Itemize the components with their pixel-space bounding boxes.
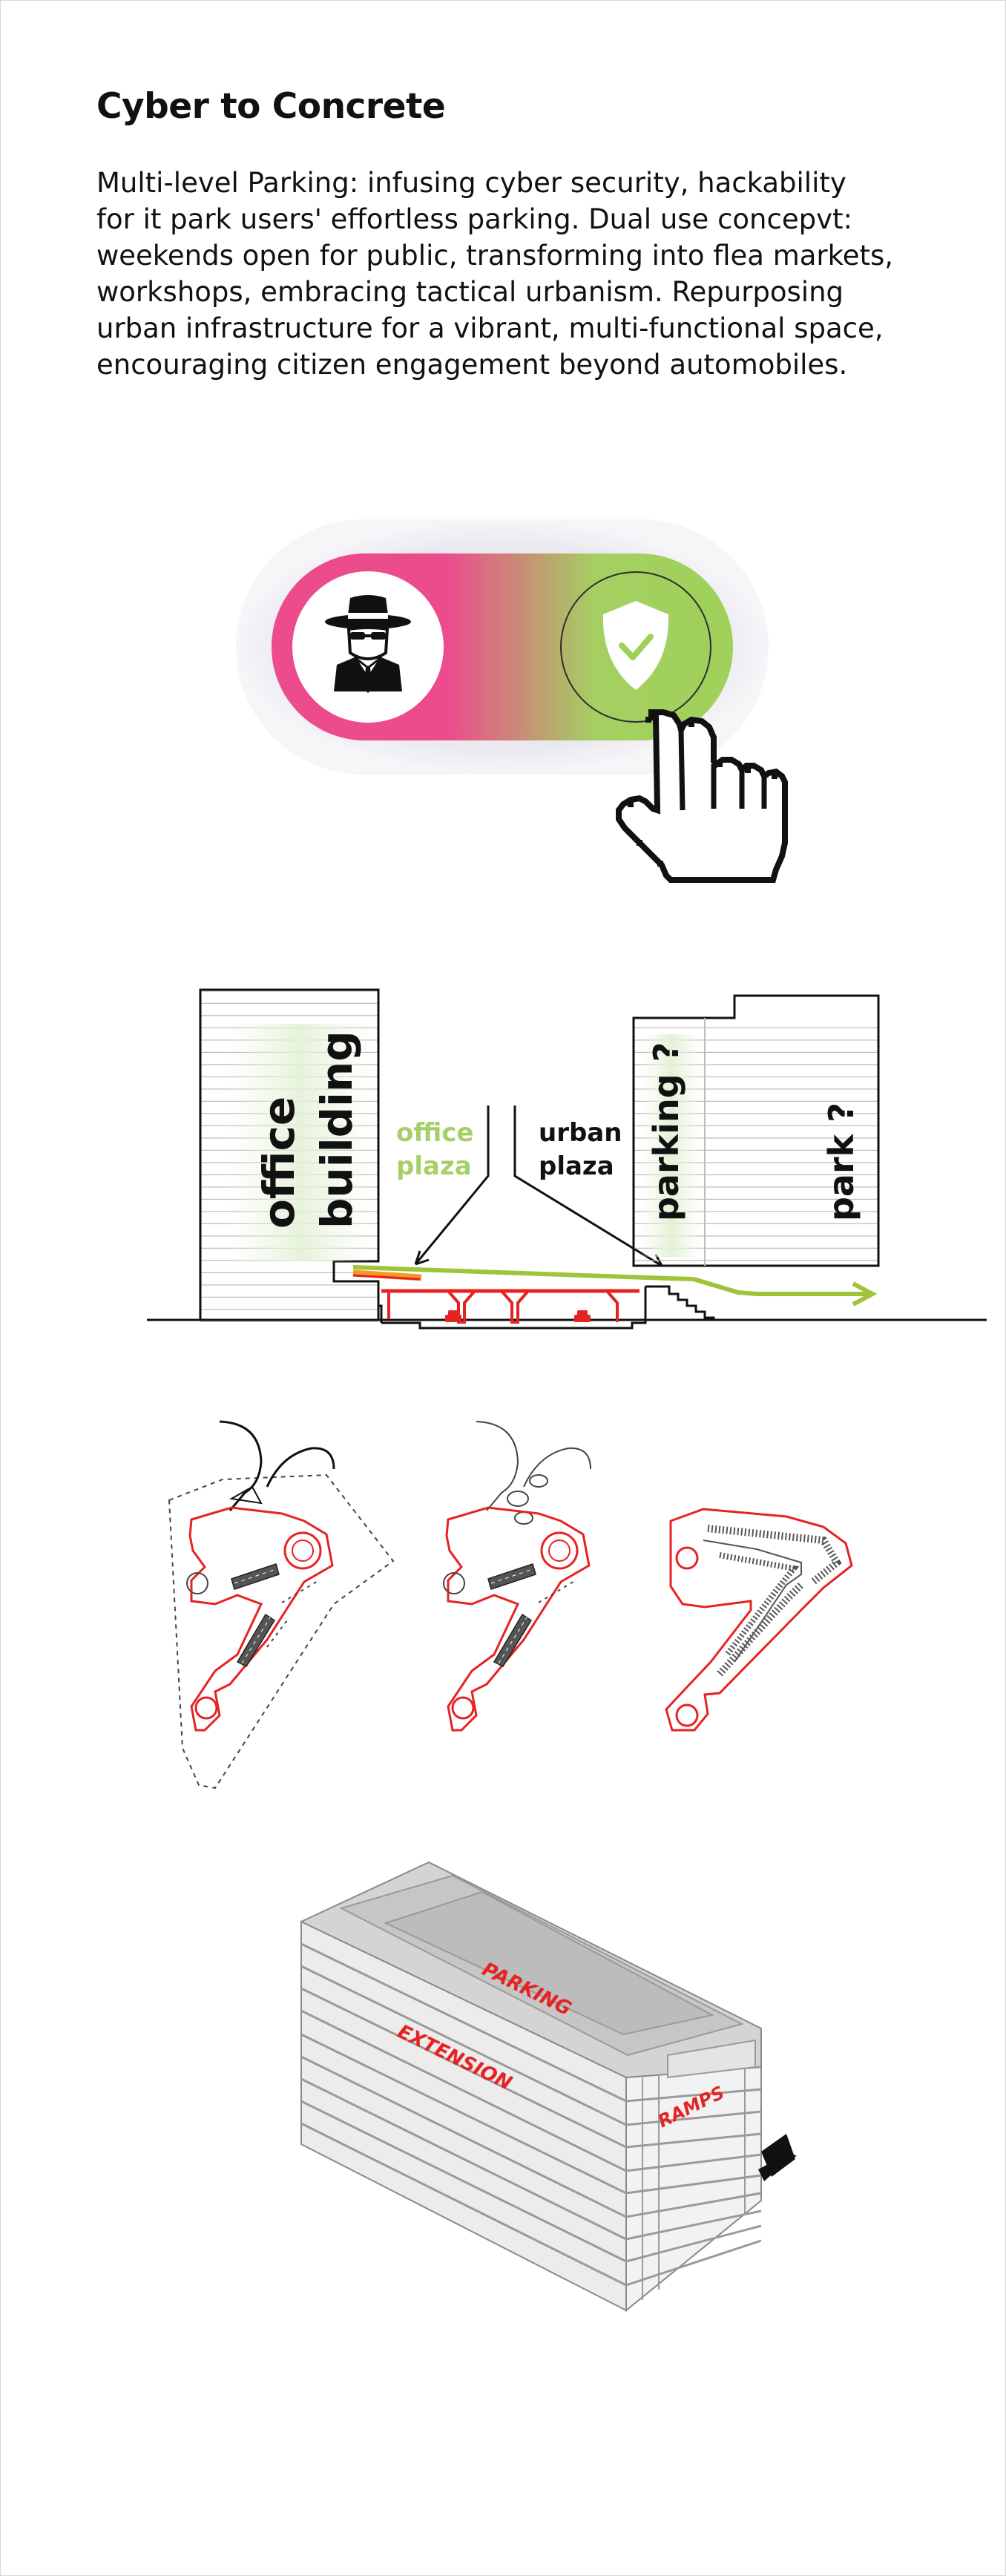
urban-plaza-label-line1: urban — [539, 1118, 622, 1148]
description-line: urban infrastructure for a vibrant, mult… — [96, 312, 884, 344]
parking-label: parking ? — [646, 1042, 686, 1221]
red-plaza-edge — [352, 1274, 421, 1281]
right-building — [632, 994, 880, 1267]
office-plaza-path — [352, 1269, 422, 1281]
office-plaza-label-line1: office — [396, 1118, 474, 1148]
green-pedestrian-path — [352, 1265, 868, 1296]
car-icon — [574, 1310, 591, 1322]
stairs — [645, 1285, 715, 1320]
park-label: park ? — [821, 1103, 861, 1221]
pointing-hand-cursor-icon — [616, 709, 788, 883]
car-icon — [445, 1310, 461, 1322]
arrow-to-office-plaza — [414, 1105, 490, 1265]
site-plan-parking-layout — [665, 1508, 853, 1732]
description-line: for it park users' effortless parking. D… — [96, 203, 852, 235]
description-line: encouraging citizen engagement beyond au… — [96, 349, 848, 381]
project-description: Multi-level Parking: infusing cyber secu… — [96, 165, 972, 383]
page-title: Cyber to Concrete — [96, 86, 446, 127]
site-plan-existing — [168, 1420, 395, 1790]
urban-plaza-label-line2: plaza — [539, 1151, 614, 1181]
urban-section-diagram: office building office plaza urban plaza — [147, 988, 987, 1330]
office-building-label-line2: building — [312, 1031, 362, 1229]
arrow-to-urban-plaza — [513, 1105, 663, 1267]
description-line: Multi-level Parking: infusing cyber secu… — [96, 167, 846, 199]
description-line: weekends open for public, transforming i… — [96, 240, 894, 272]
office-building-label-line1: office — [254, 1097, 304, 1229]
shield-check-icon — [560, 571, 711, 723]
office-building — [199, 988, 380, 1324]
office-plaza-label-line2: plaza — [396, 1151, 472, 1181]
hacker-spy-icon — [325, 595, 411, 693]
site-plan-diagrams — [168, 1420, 853, 1790]
description-line: workshops, embracing tactical urbanism. … — [96, 276, 844, 308]
site-plan-proposed — [443, 1421, 591, 1732]
green-path-arrowhead — [852, 1281, 878, 1307]
parking-axonometric: PARKING EXTENSION RAMPS — [299, 1861, 797, 2313]
cyber-toggle-illustration — [236, 519, 788, 883]
underground-parking — [377, 1286, 647, 1330]
